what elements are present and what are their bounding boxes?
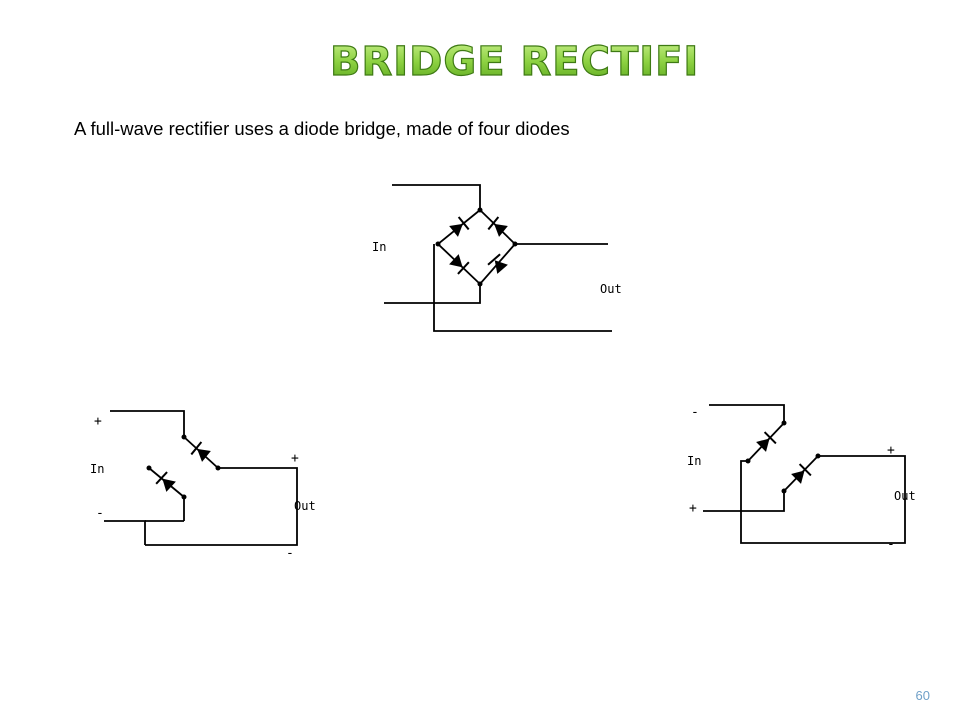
diode-icon	[487, 216, 508, 237]
page-number: 60	[915, 688, 930, 703]
in-top-sign: +	[94, 414, 102, 429]
in-label: In	[687, 454, 701, 468]
subtitle: A full-wave rectifier uses a diode bridg…	[74, 118, 570, 139]
diode-icon	[190, 441, 211, 462]
out-bottom-sign: -	[286, 546, 294, 561]
out-top-sign: +	[291, 451, 299, 466]
slide-title: BRIDGE RECTIFIER	[329, 38, 700, 85]
diode-icon	[791, 463, 812, 484]
out-label: Out	[294, 499, 316, 513]
diode-icon	[449, 254, 470, 275]
in-bottom-sign: -	[96, 506, 104, 521]
negative-half-cycle-diagram: - In + + Out -	[687, 404, 916, 552]
bridge-diagram: In Out	[372, 184, 622, 332]
out-top-sign: +	[887, 443, 895, 458]
out-label: Out	[600, 282, 622, 296]
title-text: BRIDGE RECTIFIER	[330, 39, 700, 85]
in-top-sign: -	[691, 405, 699, 420]
in-label: In	[372, 240, 386, 254]
diode-icon	[756, 431, 777, 452]
diode-icon	[487, 253, 508, 274]
in-bottom-sign: +	[689, 501, 697, 516]
out-label: Out	[894, 489, 916, 503]
out-bottom-sign: -	[887, 537, 895, 552]
positive-half-cycle-diagram: + In - + Out -	[90, 410, 316, 561]
diode-icon	[155, 471, 176, 492]
in-label: In	[90, 462, 104, 476]
diode-icon	[449, 216, 470, 237]
